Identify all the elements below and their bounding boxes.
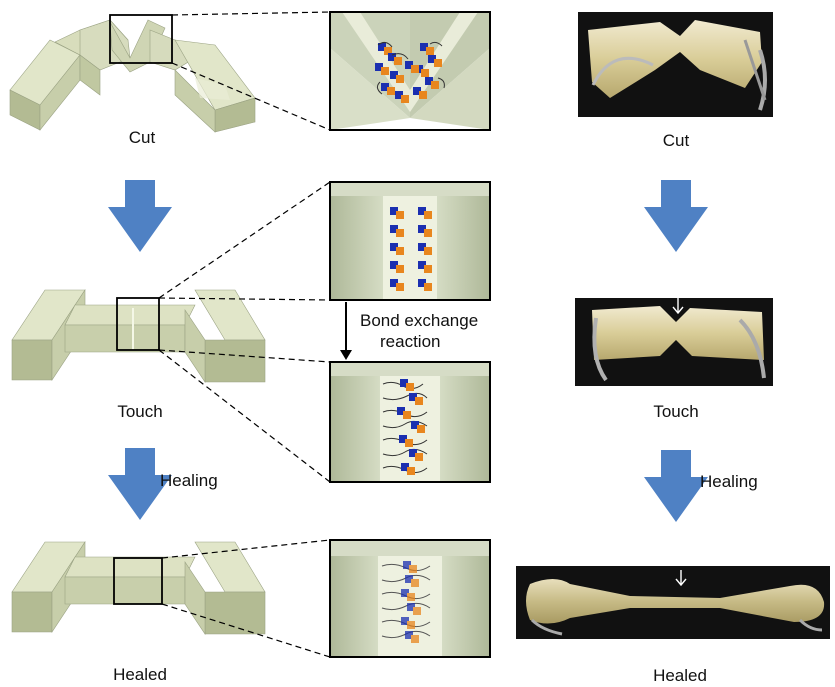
healed-block <box>11 541 266 635</box>
healing-label-right: Healing <box>700 472 758 491</box>
healed-label-right: Healed <box>653 666 707 685</box>
cut-label: Cut <box>129 128 156 147</box>
inset-exchange <box>329 361 491 483</box>
inset-healed <box>329 539 491 658</box>
down-arrow-icon <box>644 180 708 252</box>
photo-healed <box>516 566 830 639</box>
down-pointer-icon <box>675 570 687 587</box>
touch-block <box>11 289 266 383</box>
photo-touch <box>575 298 773 386</box>
healed-label-left: Healed <box>113 665 167 684</box>
touch-label: Touch <box>117 402 162 421</box>
bond-exchange-arrow <box>340 302 352 360</box>
healing-label-left: Healing <box>160 471 218 490</box>
bond-exchange-label-2: reaction <box>380 332 440 351</box>
bond-exchange-label-1: Bond exchange <box>360 311 478 330</box>
inset-touch <box>329 181 491 301</box>
down-arrow-icon <box>108 448 172 520</box>
touch-label-right: Touch <box>653 402 698 421</box>
cut-block <box>9 14 256 133</box>
cut-label-right: Cut <box>663 131 690 150</box>
dashed-zoom-line <box>171 11 331 131</box>
dashed-zoom-line <box>158 181 331 483</box>
dashed-zoom-line <box>161 539 331 658</box>
inset-cut <box>329 11 491 131</box>
down-arrow-icon <box>644 450 708 522</box>
molecule-cluster <box>375 41 445 103</box>
down-arrow-icon <box>108 180 172 252</box>
photo-cut <box>578 12 773 117</box>
down-pointer-icon <box>672 298 684 315</box>
